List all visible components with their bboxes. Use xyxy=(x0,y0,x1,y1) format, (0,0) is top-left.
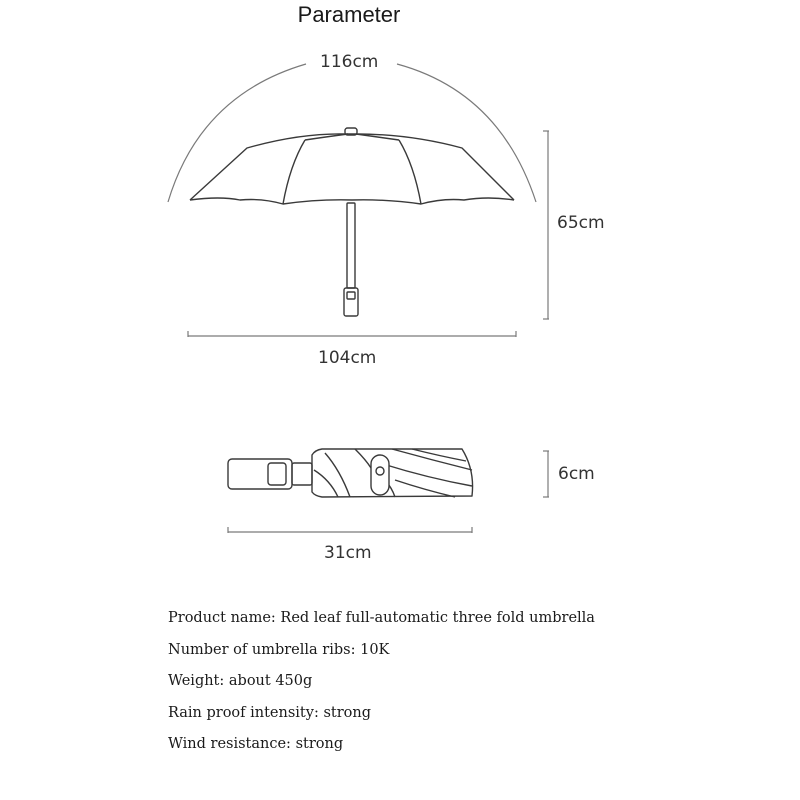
spec-value: 10K xyxy=(360,641,390,658)
arc-dimension-left xyxy=(167,63,307,203)
spec-value: strong xyxy=(323,704,372,721)
spec-label: Wind resistance: xyxy=(168,736,291,752)
canopy-outline xyxy=(189,133,515,201)
spec-row-product-name: Product name: Red leaf full-automatic th… xyxy=(168,606,595,638)
spec-value: strong xyxy=(295,736,344,752)
spec-row-weight: Weight: about 450g xyxy=(168,669,595,701)
umbrella-tip xyxy=(344,127,358,136)
canopy-rib-right xyxy=(355,133,400,141)
folded-fold-line-5 xyxy=(411,448,467,462)
open-umbrella xyxy=(189,127,515,317)
folded-fold-line-1 xyxy=(324,452,351,498)
spec-row-rain-proof: Rain proof intensity: strong xyxy=(168,701,595,733)
folded-umbrella xyxy=(227,448,474,498)
folded-height-label: 6cm xyxy=(558,464,595,484)
folded-handle-button xyxy=(267,462,287,486)
folded-canopy xyxy=(311,448,474,498)
height-label: 65cm xyxy=(557,213,605,233)
canopy-panel-line-right xyxy=(398,139,422,205)
folded-strap-button xyxy=(375,466,385,476)
spec-list: Product name: Red leaf full-automatic th… xyxy=(168,606,595,764)
spec-label: Rain proof intensity: xyxy=(168,704,319,721)
folded-length-label: 31cm xyxy=(324,543,372,563)
spec-value: about 450g xyxy=(228,673,313,689)
diagram-title: Parameter xyxy=(297,2,401,27)
span-width-label: 104cm xyxy=(318,348,377,368)
spec-label: Weight: xyxy=(168,673,225,689)
canopy-hem xyxy=(189,197,515,205)
arc-dimension-right xyxy=(396,63,537,203)
span-dimension xyxy=(187,331,517,337)
folded-collar xyxy=(291,462,313,486)
canopy-rib-left xyxy=(304,133,349,141)
spec-row-wind-resistance: Wind resistance: strong xyxy=(168,732,595,764)
folded-fold-line-4 xyxy=(391,448,473,471)
spec-value: Red leaf full-automatic three fold umbre… xyxy=(280,610,595,626)
spec-label: Number of umbrella ribs: xyxy=(168,641,356,658)
umbrella-shaft xyxy=(346,202,356,289)
umbrella-handle xyxy=(343,287,359,317)
folded-length-dimension xyxy=(227,527,473,533)
handle-button xyxy=(346,291,356,300)
folded-fold-line-6 xyxy=(382,463,473,487)
arc-width-label: 116cm xyxy=(320,52,379,72)
canopy-panel-line-left xyxy=(282,139,306,205)
folded-fold-line-8 xyxy=(313,469,339,498)
spec-row-ribs: Number of umbrella ribs: 10K xyxy=(168,638,595,670)
folded-fold-line-7 xyxy=(394,479,456,498)
folded-fold-line-2 xyxy=(354,448,372,469)
folded-height-dimension xyxy=(543,450,549,498)
spec-label: Product name: xyxy=(168,610,276,626)
height-dimension xyxy=(543,130,549,320)
